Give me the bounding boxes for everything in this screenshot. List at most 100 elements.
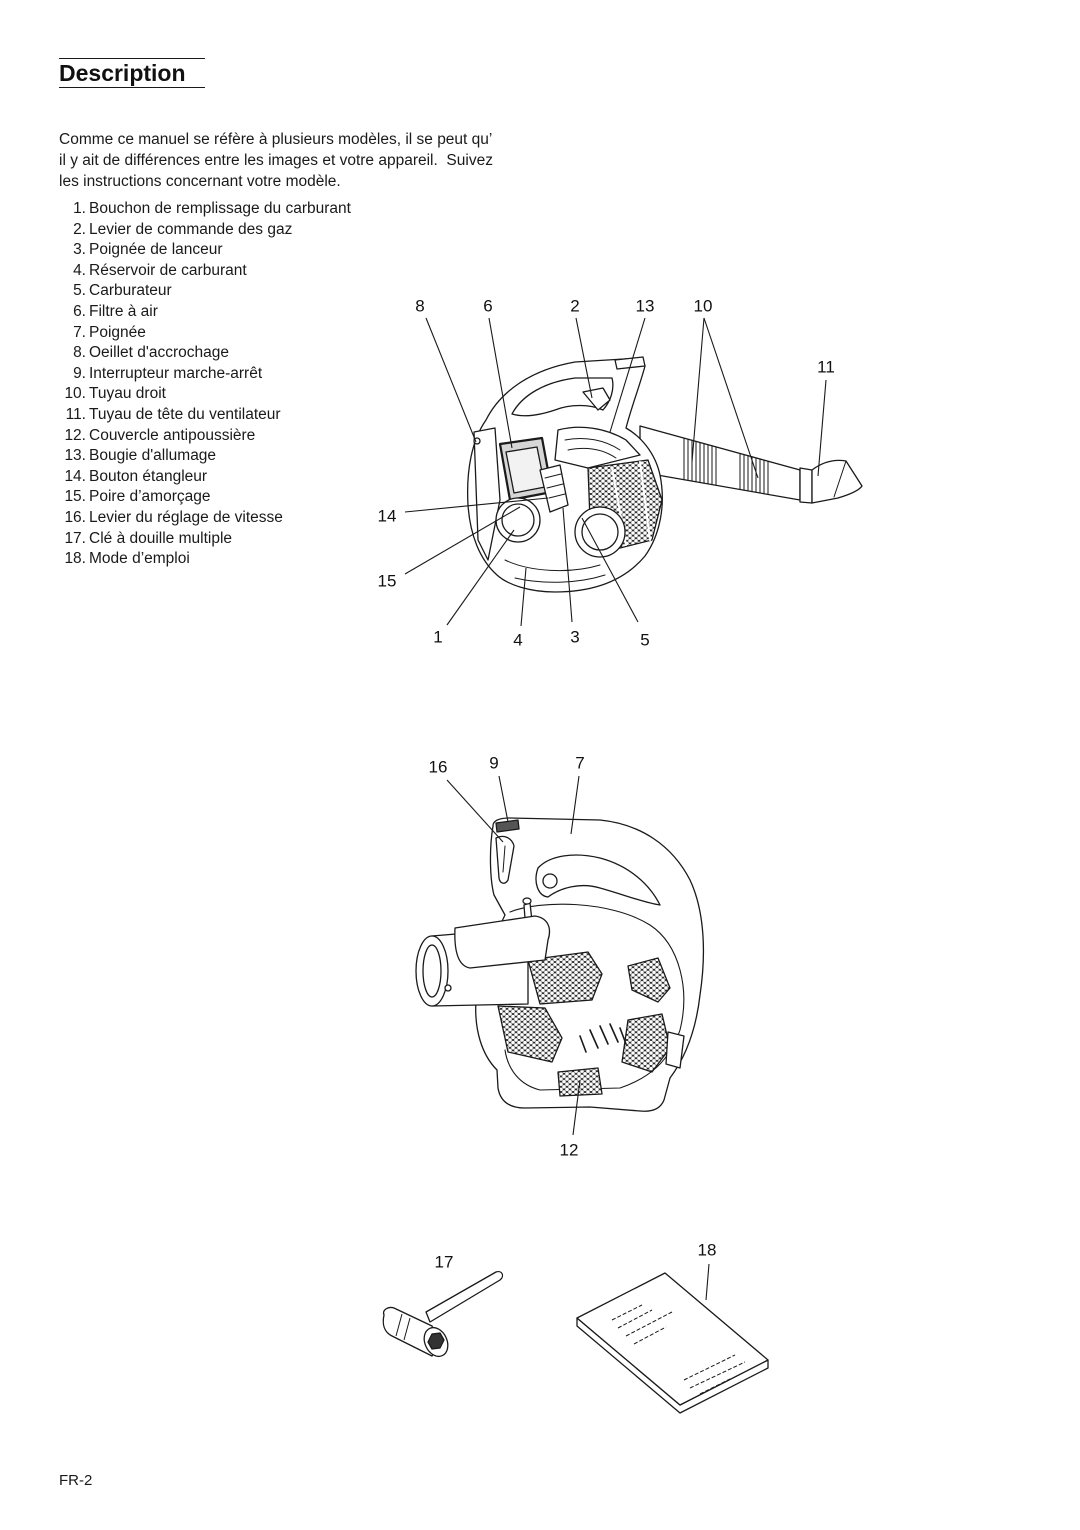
recoil-detail	[665, 1031, 685, 1069]
item-number: 17.	[64, 529, 86, 547]
manual-text-scribbles	[611, 1304, 746, 1395]
fuel-tank-lines	[504, 559, 606, 583]
leader-line	[562, 507, 573, 623]
callout-number: 12	[559, 1140, 579, 1160]
item-label: Bouton étangleur	[89, 467, 208, 485]
list-item: 1.Bouchon de remplissage du carburant	[59, 199, 351, 220]
list-item: 7.Poignée	[59, 323, 351, 344]
leader-line	[520, 567, 527, 627]
leader-line	[691, 317, 705, 463]
blower-nozzle	[811, 459, 863, 504]
leader-line	[446, 529, 515, 626]
item-number: 6.	[73, 302, 86, 320]
callout-number: 11	[817, 357, 835, 377]
item-number: 12.	[64, 426, 86, 444]
callout-number: 15	[377, 571, 397, 591]
callout-number: 13	[635, 296, 655, 316]
leader-line	[498, 775, 509, 823]
item-number: 10.	[64, 385, 86, 403]
page-number: FR-2	[59, 1472, 93, 1489]
item-label: Tuyau de tête du ventilateur	[89, 405, 281, 423]
rear-view-leader-lines	[446, 775, 581, 1136]
item-label: Couvercle antipoussière	[89, 426, 256, 444]
tube-guard	[454, 915, 551, 969]
socket-wrench	[382, 1270, 504, 1358]
item-number: 1.	[73, 200, 86, 217]
item-number: 4.	[73, 261, 86, 279]
list-item: 13.Bougie d'allumage	[59, 446, 351, 467]
list-item: 2.Levier de commande des gaz	[59, 220, 351, 241]
leader-line	[404, 497, 549, 513]
item-label: Poignée de lanceur	[89, 241, 223, 259]
intro-line: les instructions concernant votre modèle…	[59, 173, 341, 190]
leader-line	[425, 317, 477, 443]
list-item: 5.Carburateur	[59, 281, 351, 302]
on-off-switch	[495, 819, 520, 833]
callout-number: 14	[377, 506, 397, 526]
side-view-leader-lines	[404, 317, 827, 627]
item-label: Interrupteur marche-arrêt	[89, 364, 263, 382]
grille-panel	[497, 1005, 563, 1063]
intro-line: Comme ce manuel se réfère à plusieurs mo…	[59, 131, 493, 148]
list-item: 6.Filtre à air	[59, 302, 351, 323]
callout-number: 1	[433, 627, 443, 647]
callout-number: 7	[575, 753, 585, 773]
item-number: 16.	[64, 508, 86, 526]
item-label: Filtre à air	[89, 302, 158, 320]
intro-paragraph: Comme ce manuel se réfère à plusieurs mo…	[59, 108, 493, 213]
callout-number: 18	[697, 1240, 717, 1260]
callout-number: 5	[640, 630, 650, 650]
list-item: 4.Réservoir de carburant	[59, 261, 351, 282]
callout-number: 10	[693, 296, 713, 316]
leader-line	[570, 775, 580, 835]
list-item: 10.Tuyau droit	[59, 384, 351, 405]
leader-line	[488, 317, 513, 449]
item-number: 3.	[73, 241, 86, 259]
callout-number: 9	[489, 753, 499, 773]
leader-line	[572, 1079, 581, 1136]
grille-panel	[527, 951, 603, 1005]
grille-panel	[621, 1013, 671, 1073]
item-label: Réservoir de carburant	[89, 261, 247, 279]
item-number: 11.	[65, 405, 86, 423]
item-number: 18.	[64, 550, 86, 568]
item-number: 8.	[73, 344, 86, 362]
straight-tube	[639, 425, 801, 501]
title-underline	[59, 87, 205, 88]
owners-manual	[576, 1272, 769, 1414]
item-label: Clé à douille multiple	[89, 529, 233, 547]
leader-line	[705, 1263, 710, 1301]
leader-line	[703, 317, 759, 479]
list-item: 18.Mode d’emploi	[59, 549, 351, 570]
parts-list: 1.Bouchon de remplissage du carburant 2.…	[59, 199, 351, 570]
leader-line	[575, 317, 593, 399]
list-item: 3.Poignée de lanceur	[59, 240, 351, 261]
list-item: 11.Tuyau de tête du ventilateur	[59, 405, 351, 426]
vent-slots	[579, 1023, 627, 1053]
item-number: 9.	[73, 364, 86, 382]
item-label: Tuyau droit	[89, 385, 166, 403]
list-item: 17.Clé à douille multiple	[59, 529, 351, 550]
title-rule-top	[59, 58, 205, 59]
item-label: Mode d’emploi	[89, 550, 190, 568]
item-label: Bouchon de remplissage du carburant	[89, 200, 351, 217]
list-item: 14.Bouton étangleur	[59, 467, 351, 488]
hanging-bracket	[473, 427, 501, 561]
throttle-lever	[582, 387, 611, 411]
page-title: Description	[59, 60, 186, 86]
item-number: 2.	[73, 220, 86, 238]
engine-cover	[554, 426, 641, 469]
item-number: 13.	[64, 447, 86, 465]
item-number: 7.	[73, 323, 86, 341]
list-item: 15.Poire d’amorçage	[59, 487, 351, 508]
blower-rear-view	[415, 817, 705, 1112]
leader-line	[404, 506, 521, 575]
item-number: 5.	[73, 282, 86, 300]
callout-number: 8	[415, 296, 425, 316]
callout-number: 17	[434, 1252, 454, 1272]
grille-panel	[627, 957, 671, 1003]
leader-line	[446, 779, 504, 843]
handle-opening	[535, 854, 661, 906]
item-label: Levier du réglage de vitesse	[89, 508, 283, 526]
item-number: 15.	[64, 488, 86, 506]
